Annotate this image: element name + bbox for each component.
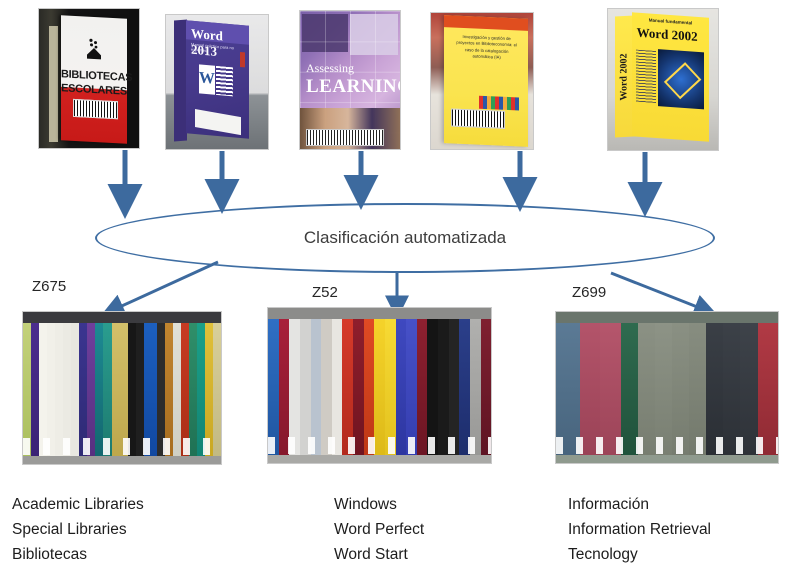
process-label: Clasificación automatizada — [303, 228, 507, 247]
term-list-z52: Windows Word Perfect Word Start — [334, 492, 424, 567]
term: Special Libraries — [12, 521, 127, 538]
term: Windows — [334, 496, 397, 513]
class-code-z675: Z675 — [32, 278, 67, 295]
class-code-z699: Z699 — [572, 284, 607, 301]
term: Tecnology — [568, 546, 638, 563]
input-book-photo-assessing-learning: Assessing LEARNING — [299, 10, 401, 150]
book-title: Word 2002 — [636, 24, 698, 44]
term: Word Perfect — [334, 521, 425, 538]
barcode — [450, 108, 505, 129]
term: Information Retrieval — [568, 521, 712, 538]
class-code-z52: Z52 — [312, 284, 338, 301]
output-arrow-z699 — [610, 271, 718, 318]
term-list-z675: Academic Libraries Special Libraries Bib… — [12, 492, 144, 567]
term: Academic Libraries — [12, 496, 144, 513]
book-title-line1: BIBLIOTECAS — [61, 68, 133, 84]
term: Bibliotecas — [12, 546, 87, 563]
input-book-photo-bibliotecas-escolares: BIBLIOTECAS ESCOLARES — [38, 8, 140, 149]
book-logo-icon — [87, 39, 101, 60]
book-title: Investigación y gestión de proyectos en … — [456, 33, 518, 61]
output-shelf-z52 — [267, 307, 492, 464]
term-list-z699: Información Information Retrieval Tecnol… — [568, 492, 711, 567]
barcode — [306, 129, 384, 147]
output-shelf-z699 — [555, 311, 779, 464]
input-book-photo-investigacion-gestion: Investigación y gestión de proyectos en … — [430, 12, 534, 150]
term: Información — [568, 496, 649, 513]
word-logo-icon: W — [199, 64, 216, 95]
book-header: Manual fundamental — [648, 16, 693, 25]
book-title-line2: LEARNING — [306, 75, 400, 97]
output-arrow-z675 — [100, 260, 219, 317]
book-spine-title: Word 2002 — [618, 52, 630, 101]
input-book-photo-word-2013: Word 2013 Manual práctico para no expert… — [165, 14, 269, 150]
barcode — [72, 98, 119, 120]
process-ellipse: Clasificación automatizada — [95, 203, 715, 273]
output-shelf-z675 — [22, 311, 222, 465]
input-book-photo-word-2002: Word 2002 Manual fundamental Word 2002 — [607, 8, 719, 151]
book-title-line2: ESCOLARES — [61, 82, 127, 98]
term: Word Start — [334, 546, 408, 563]
book-title-line1: Assessing — [306, 60, 355, 75]
